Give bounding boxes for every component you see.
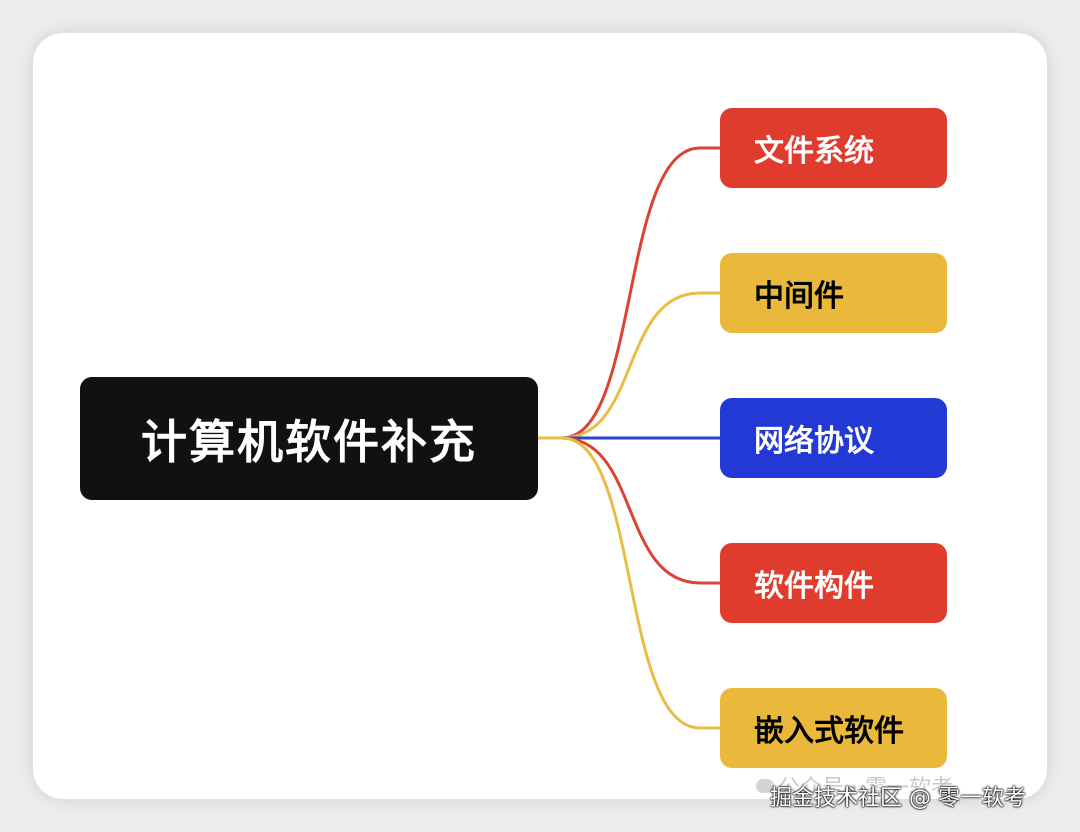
branch-node: 嵌入式软件 bbox=[720, 688, 947, 768]
root-node: 计算机软件补充 bbox=[80, 377, 538, 500]
connector-line bbox=[538, 436, 720, 585]
wechat-icon bbox=[756, 779, 774, 793]
root-node-label: 计算机软件补充 bbox=[141, 414, 477, 469]
branch-node: 网络协议 bbox=[720, 398, 947, 478]
branch-node: 中间件 bbox=[720, 253, 947, 333]
watermark-faded-text: 公众号 · 零一软考 bbox=[778, 776, 953, 801]
branch-node-label: 中间件 bbox=[754, 279, 844, 314]
branch-node: 文件系统 bbox=[720, 108, 947, 188]
connector-line bbox=[538, 291, 720, 440]
branch-node-label: 文件系统 bbox=[754, 134, 874, 169]
branch-node-label: 网络协议 bbox=[754, 424, 874, 459]
watermark: 掘金技术社区 @ 零一软考 bbox=[770, 786, 1026, 811]
connector-line bbox=[538, 436, 720, 730]
connector-line bbox=[538, 146, 720, 440]
branch-node-label: 软件构件 bbox=[754, 569, 874, 604]
branch-node-label: 嵌入式软件 bbox=[754, 714, 904, 749]
branch-node: 软件构件 bbox=[720, 543, 947, 623]
watermark-faded: 公众号 · 零一软考 bbox=[756, 770, 953, 802]
